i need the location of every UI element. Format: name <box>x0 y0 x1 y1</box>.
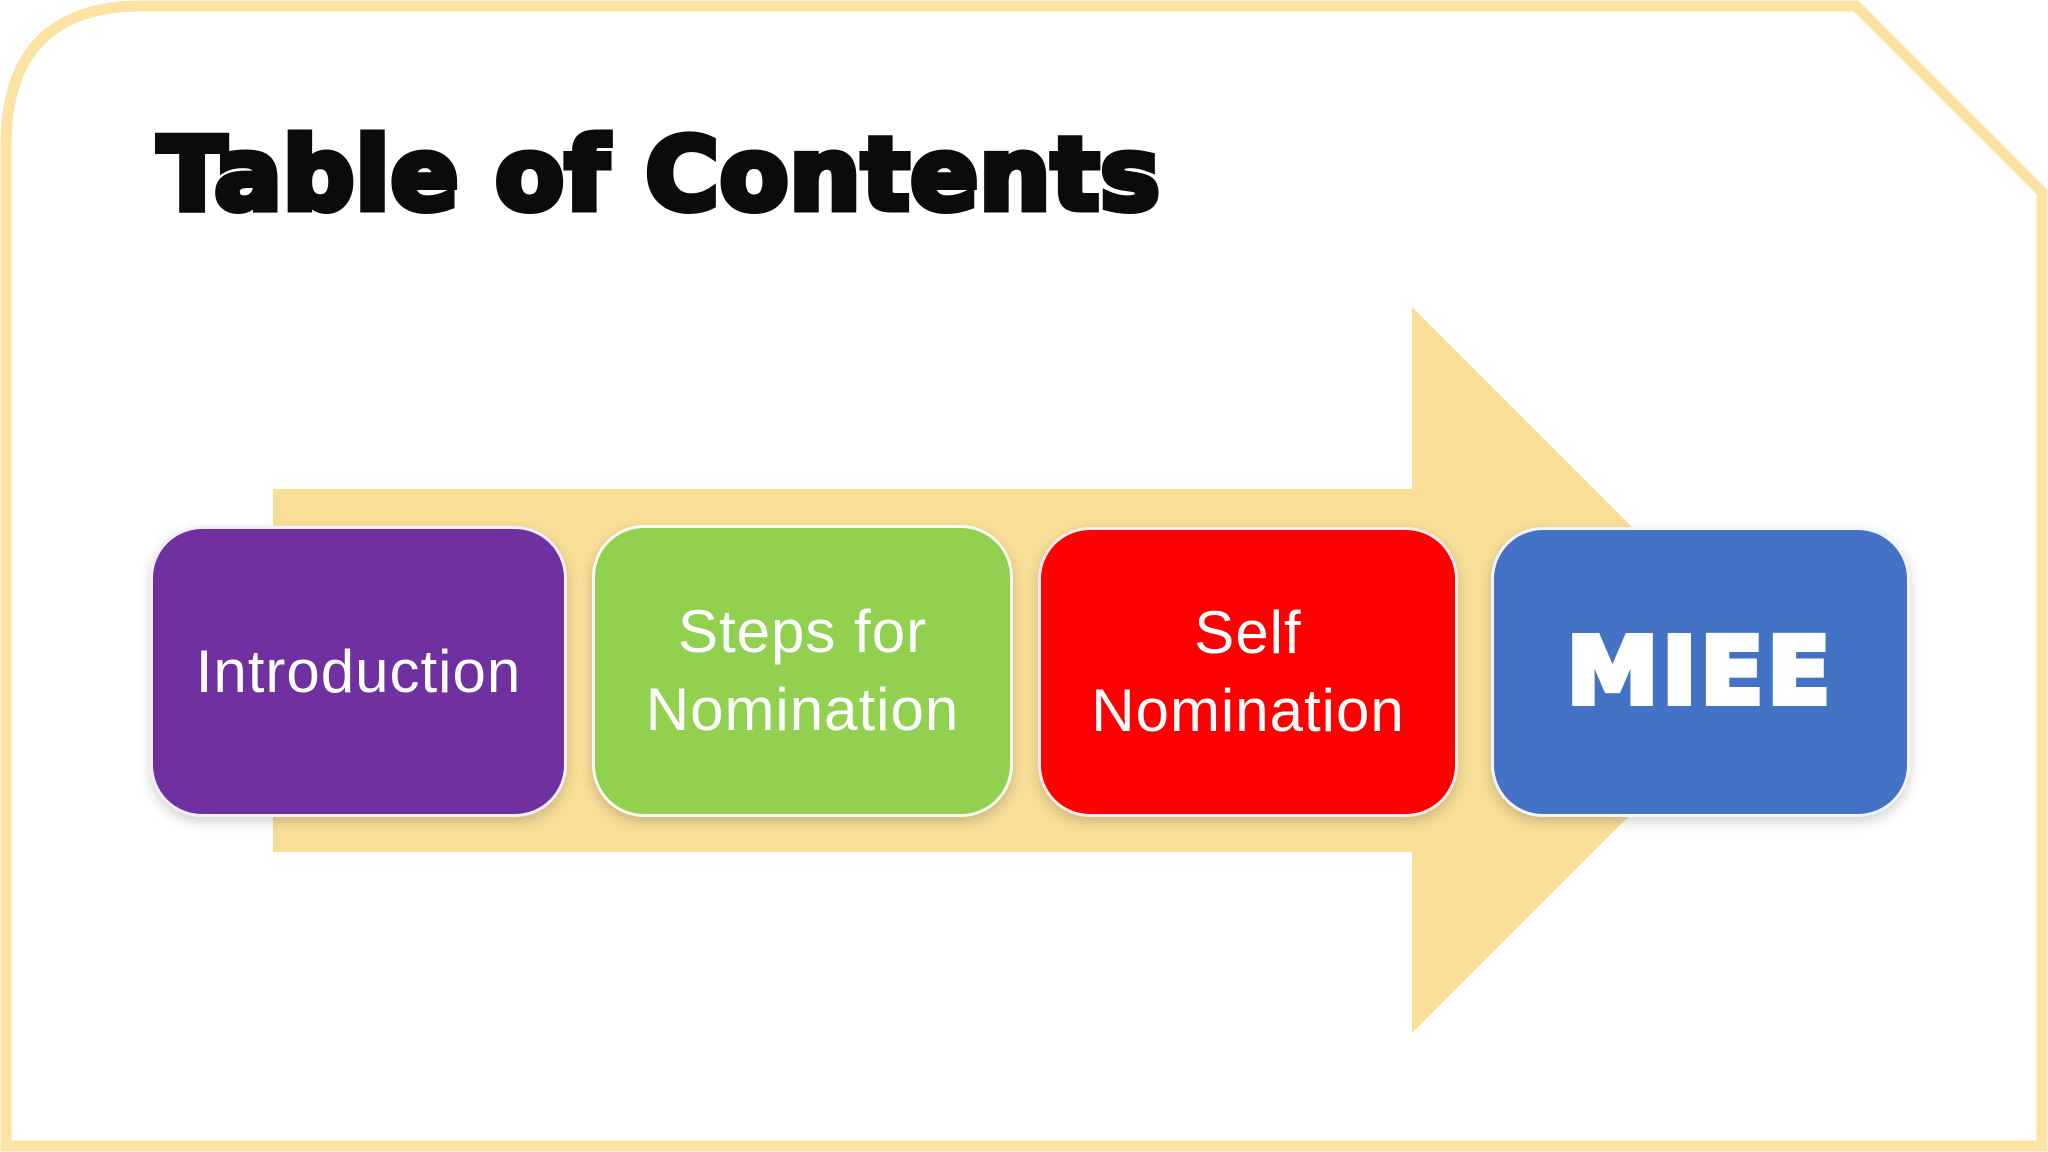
toc-box-label: Self Nomination <box>1091 599 1405 744</box>
toc-box-label: Introduction <box>195 637 522 705</box>
toc-box-label: Steps for Nomination <box>645 598 960 743</box>
toc-box-label: MIEE <box>1564 618 1835 725</box>
page-title: Table of Contents <box>155 116 1164 233</box>
toc-box-miee: MIEE <box>1491 527 1910 817</box>
toc-box-steps-for-nomination: Steps for Nomination <box>592 525 1013 817</box>
toc-box-introduction: Introduction <box>150 526 567 817</box>
right-arrow-shape <box>273 307 1775 1033</box>
toc-box-self-nomination: Self Nomination <box>1038 527 1458 817</box>
